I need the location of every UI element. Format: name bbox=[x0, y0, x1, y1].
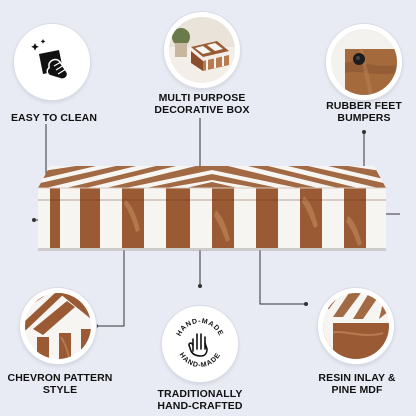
resin-inlay-label: RESIN INLAY & PINE MDF bbox=[318, 372, 396, 396]
hand-crafted-circle: HAND-MADE HAND-MADE bbox=[162, 306, 238, 382]
chevron-box-product bbox=[38, 166, 386, 251]
resin-edge-closeup-photo bbox=[323, 293, 389, 359]
rubber-foot-photo bbox=[331, 29, 397, 95]
cleaning-cloth-hand-icon bbox=[19, 29, 85, 95]
hand-made-stamp-icon: HAND-MADE HAND-MADE bbox=[167, 311, 233, 377]
easy-to-clean-circle bbox=[14, 24, 90, 100]
rubber-feet-label: RUBBER FEET BUMPERS bbox=[326, 100, 402, 124]
hand-icon bbox=[188, 333, 208, 357]
open-box-photo bbox=[169, 17, 235, 83]
chevron-pattern-label: CHEVRON PATTERN STYLE bbox=[7, 372, 113, 396]
hand-crafted-label: TRADITIONALLY HAND-CRAFTED bbox=[157, 388, 243, 412]
resin-inlay-circle bbox=[318, 288, 394, 364]
chevron-pattern-circle bbox=[20, 288, 96, 364]
chevron-closeup-photo bbox=[25, 293, 91, 359]
multi-purpose-label: MULTI PURPOSE DECORATIVE BOX bbox=[154, 92, 250, 116]
rubber-feet-circle bbox=[326, 24, 402, 100]
easy-to-clean-label: EASY TO CLEAN bbox=[10, 112, 98, 124]
multi-purpose-circle bbox=[164, 12, 240, 88]
